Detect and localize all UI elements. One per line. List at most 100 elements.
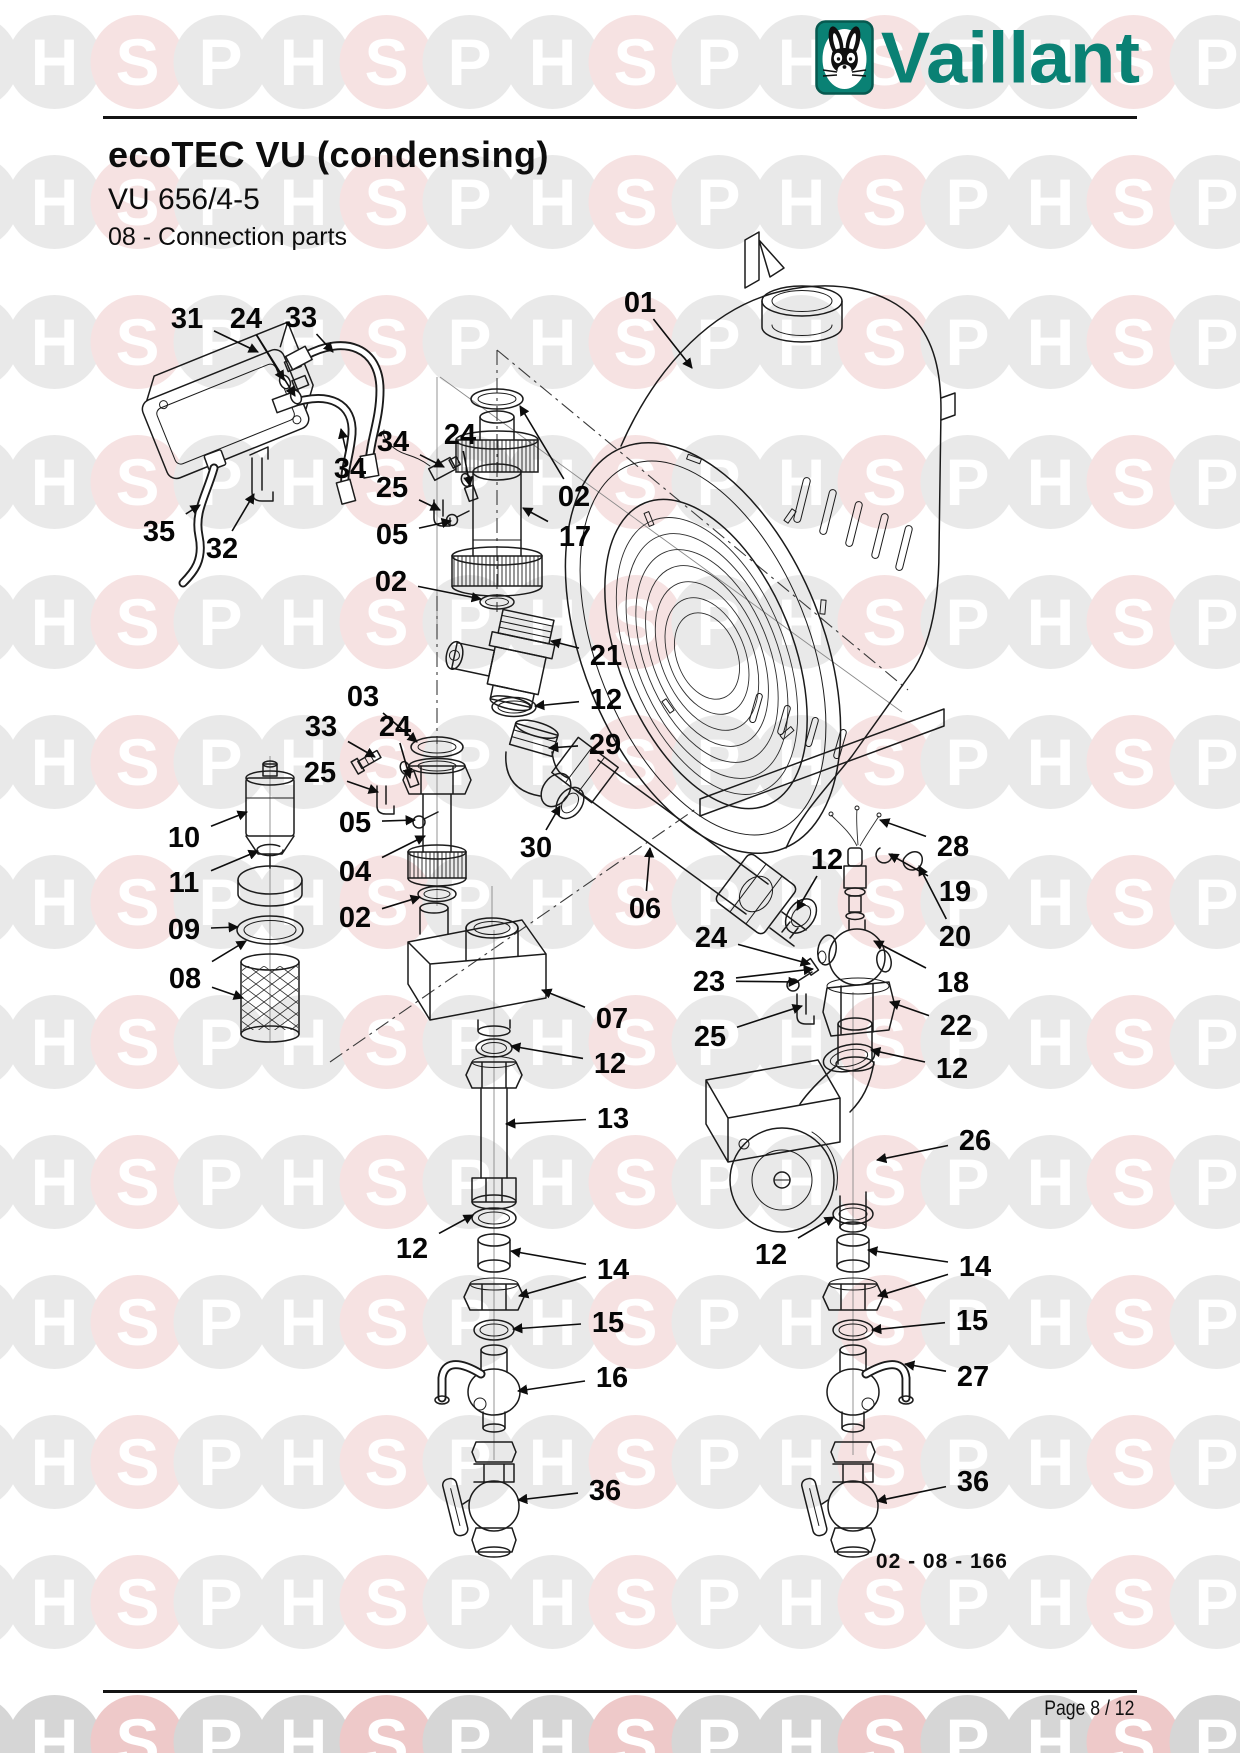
diagram-code-label: 02 - 08 - 166 [876, 1550, 1008, 1573]
part-label-36: 36 [875, 1466, 989, 1505]
svg-text:10: 10 [168, 822, 200, 854]
svg-text:17: 17 [559, 521, 591, 553]
svg-text:33: 33 [285, 302, 317, 334]
part-label-02: 02 [375, 566, 483, 603]
svg-text:35: 35 [143, 516, 175, 548]
part-label-14: 14 [509, 1247, 629, 1299]
o-ring [555, 786, 585, 820]
part-label-02: 02 [339, 894, 421, 934]
svg-text:07: 07 [596, 1003, 628, 1035]
svg-text:12: 12 [594, 1048, 626, 1080]
svg-text:24: 24 [230, 303, 262, 335]
section-subtitle: 08 - Connection parts [108, 223, 348, 251]
svg-text:34: 34 [334, 453, 366, 485]
svg-text:24: 24 [444, 419, 476, 451]
svg-text:01: 01 [624, 287, 656, 319]
svg-text:13: 13 [597, 1103, 629, 1135]
part-label-30: 30 [520, 805, 561, 864]
cable [178, 449, 227, 588]
part-label-14: 14 [866, 1246, 991, 1299]
svg-text:32: 32 [206, 533, 238, 565]
part-label-25: 25 [694, 1003, 803, 1053]
svg-text:36: 36 [957, 1466, 989, 1498]
pipe-stack-04 [402, 736, 472, 903]
boiler-heat-exchanger [564, 231, 956, 855]
clip-19 [875, 847, 893, 864]
part-label-04: 04 [339, 835, 426, 888]
svg-text:14: 14 [959, 1251, 991, 1283]
right-fitting-stack [800, 1203, 914, 1558]
part-label-18: 18 [873, 940, 969, 999]
svg-text:33: 33 [305, 711, 337, 743]
part-label-15: 15 [511, 1307, 624, 1339]
top-bracket [744, 231, 785, 289]
part-label-08: 08 [169, 940, 247, 1000]
part-label-24: 24 [230, 303, 296, 397]
svg-text:12: 12 [590, 684, 622, 716]
side-tab [940, 392, 956, 421]
svg-text:18: 18 [937, 967, 969, 999]
part-label-22: 22 [889, 1000, 972, 1042]
svg-text:06: 06 [629, 893, 661, 925]
svg-text:25: 25 [376, 472, 408, 504]
svg-text:19: 19 [939, 876, 971, 908]
part-label-17: 17 [522, 507, 591, 553]
part-label-13: 13 [504, 1103, 629, 1135]
svg-text:27: 27 [957, 1361, 989, 1393]
part-label-12: 12 [509, 1042, 626, 1080]
part-label-01: 01 [624, 287, 693, 369]
part-label-24: 24 [695, 922, 812, 967]
vaillant-logo: Vaillant [815, 20, 1140, 95]
part-label-33: 33 [285, 302, 334, 353]
part-label-34: 34 [377, 426, 445, 468]
header-rule [103, 116, 1137, 119]
part-label-25: 25 [376, 472, 441, 511]
svg-text:12: 12 [811, 844, 843, 876]
connection-pipe [551, 736, 807, 947]
part-label-07: 07 [541, 988, 628, 1035]
part-label-12: 12 [755, 1216, 835, 1271]
svg-text:12: 12 [936, 1053, 968, 1085]
drain-valve-27 [826, 1344, 914, 1433]
svg-text:34: 34 [377, 426, 409, 458]
part-label-16: 16 [516, 1362, 628, 1395]
svg-text:04: 04 [339, 856, 371, 888]
part-label-05: 05 [339, 807, 417, 839]
part-label-32: 32 [206, 493, 255, 565]
part-label-26: 26 [875, 1125, 991, 1164]
part-label-33: 33 [305, 711, 376, 758]
hook-20 [902, 851, 923, 871]
part-label-23: 23 [693, 964, 815, 998]
page-title: ecoTEC VU (condensing) [108, 134, 550, 175]
part-label-20: 20 [918, 865, 971, 953]
ball-valve-36 [800, 1441, 879, 1558]
svg-text:12: 12 [396, 1233, 428, 1265]
svg-text:25: 25 [694, 1021, 726, 1053]
svg-text:25: 25 [304, 757, 336, 789]
part-label-36: 36 [516, 1475, 621, 1507]
svg-text:02: 02 [558, 481, 590, 513]
part-label-12: 12 [396, 1214, 474, 1265]
svg-text:08: 08 [169, 963, 201, 995]
svg-text:15: 15 [592, 1307, 624, 1339]
pump [705, 1017, 875, 1233]
part-label-02: 02 [519, 405, 590, 513]
svg-text:28: 28 [937, 831, 969, 863]
mounting-bracket [249, 446, 274, 502]
svg-text:24: 24 [695, 922, 727, 954]
watermark-lighten-overlay [0, 0, 1240, 1692]
part-label-06: 06 [629, 846, 661, 925]
part-label-10: 10 [168, 810, 248, 854]
svg-text:20: 20 [939, 921, 971, 953]
svg-text:23: 23 [693, 966, 725, 998]
svg-text:22: 22 [940, 1010, 972, 1042]
svg-text:24: 24 [379, 711, 411, 743]
drain-valve-16 [434, 1344, 521, 1433]
page-indicator: Page 8 / 12 [1043, 1697, 1134, 1720]
left-fitting-stack [434, 1038, 525, 1558]
brand-wordmark: Vaillant [880, 16, 1140, 98]
pipe-13 [480, 1087, 508, 1179]
vaillant-rabbit-icon [815, 20, 874, 95]
part-label-03: 03 [347, 681, 418, 743]
